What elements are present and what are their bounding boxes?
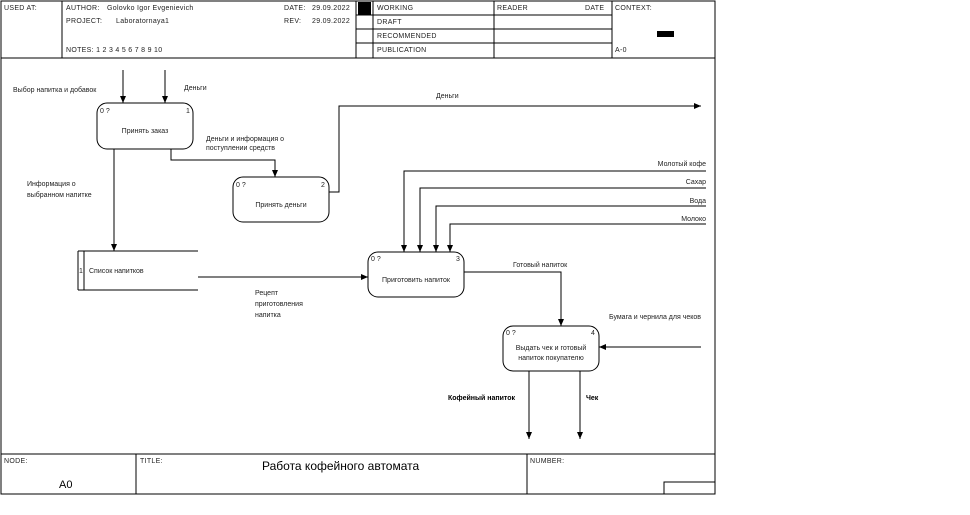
arrow-sugar[interactable]: Сахар xyxy=(417,179,706,252)
store-number: 1 xyxy=(79,268,83,275)
arrow-paper-label: Бумага и чернила для чеков xyxy=(609,314,701,321)
working-marker xyxy=(358,2,371,15)
used-at-label: USED AT: xyxy=(4,5,37,12)
activity-3-number: 3 xyxy=(456,256,460,263)
node-value: A0 xyxy=(59,479,72,491)
notes-label: NOTES: 1 2 3 4 5 6 7 8 9 10 xyxy=(66,47,162,54)
activity-4-number: 4 xyxy=(591,330,595,337)
arrow-ready-drink[interactable]: Готовый напиток xyxy=(464,261,568,326)
arrow-drink-info-label-line1: Информация о xyxy=(27,181,76,188)
arrow-drink-info[interactable]: Информация о выбранном напитке xyxy=(27,149,117,251)
activity-3-label: Приготовить напиток xyxy=(382,277,451,284)
arrow-recipe-label-line3: напитка xyxy=(255,312,281,319)
activity-4-cost: 0 ? xyxy=(506,330,516,337)
reader-label: READER xyxy=(497,5,528,12)
arrow-sugar-label: Сахар xyxy=(686,179,706,186)
data-store[interactable]: 1 Список напитков xyxy=(77,250,198,291)
arrow-water-label: Вода xyxy=(690,198,706,205)
arrow-coffee-drink-label: Кофейный напиток xyxy=(448,394,515,402)
arrow-receipt-output[interactable]: Чек xyxy=(577,371,599,439)
arrow-paper[interactable]: Бумага и чернила для чеков xyxy=(599,314,701,350)
arrow-money-output[interactable]: Деньги xyxy=(329,93,701,193)
activity-box-1[interactable]: 0 ? 1 Принять заказ xyxy=(96,102,194,150)
arrow-milk-label: Молоко xyxy=(681,216,706,223)
arrow-money-output-label: Деньги xyxy=(436,93,459,100)
number-label: NUMBER: xyxy=(530,458,564,465)
arrow-recipe[interactable]: Рецепт приготовления напитка xyxy=(198,274,368,319)
arrow-coffee-label: Молотый кофе xyxy=(658,160,706,168)
date-label: DATE: xyxy=(284,5,306,12)
header-block: USED AT: AUTHOR: Golovko Igor Evgenievic… xyxy=(1,1,715,59)
arrow-ready-drink-label: Готовый напиток xyxy=(513,261,568,269)
activity-box-2[interactable]: 0 ? 2 Принять деньги xyxy=(232,176,330,223)
arrow-recipe-label-line1: Рецепт xyxy=(255,290,279,297)
author-label: AUTHOR: xyxy=(66,5,100,12)
date-value: 29.09.2022 xyxy=(312,5,350,12)
activity-box-4[interactable]: 0 ? 4 Выдать чек и готовый напиток покуп… xyxy=(502,325,600,372)
status-recommended: RECOMMENDED xyxy=(377,33,437,40)
arrow-receipt-label: Чек xyxy=(586,395,599,402)
activity-4-label-line1: Выдать чек и готовый xyxy=(516,344,587,352)
arrow-money-info-label-line2: поступлении средств xyxy=(206,145,275,152)
diagram-title: Работа кофейного автомата xyxy=(262,459,420,473)
activity-1-number: 1 xyxy=(186,108,190,115)
status-publication: PUBLICATION xyxy=(377,47,426,54)
arrow-money-info-label-line1: Деньги и информация о xyxy=(206,136,284,143)
activity-1-label: Принять заказ xyxy=(122,128,169,135)
arrow-coffee[interactable]: Молотый кофе xyxy=(401,160,706,252)
activity-2-number: 2 xyxy=(321,182,325,189)
arrow-order-input-label: Выбор напитка и добавок xyxy=(13,86,97,94)
reader-date-label: DATE xyxy=(585,5,604,12)
diagram-frame xyxy=(0,0,716,495)
status-draft: DRAFT xyxy=(377,19,402,26)
context-label: CONTEXT: xyxy=(615,5,652,12)
activity-2-cost: 0 ? xyxy=(236,182,246,189)
arrow-drink-info-label-line2: выбранном напитке xyxy=(27,191,92,199)
arrow-water[interactable]: Вода xyxy=(433,198,706,252)
arrow-coffee-drink-output[interactable]: Кофейный напиток xyxy=(448,371,532,439)
store-label: Список напитков xyxy=(89,268,144,275)
activity-1-cost: 0 ? xyxy=(100,108,110,115)
arrow-money-input-label: Деньги xyxy=(184,85,207,92)
footer-block: NODE: A0 TITLE: Работа кофейного автомат… xyxy=(1,453,716,495)
context-node: A-0 xyxy=(615,47,627,54)
rev-value: 29.09.2022 xyxy=(312,18,350,25)
activity-4-label-line2: напиток покупателю xyxy=(518,355,583,362)
author-value: Golovko Igor Evgenievich xyxy=(107,5,194,12)
arrow-order-input[interactable]: Выбор напитка и добавок xyxy=(13,70,126,103)
project-label: PROJECT: xyxy=(66,18,102,25)
status-working: WORKING xyxy=(377,5,413,12)
rev-label: REV: xyxy=(284,18,301,25)
node-label: NODE: xyxy=(4,458,28,465)
project-value: Laboratornaya1 xyxy=(116,18,169,25)
arrow-milk[interactable]: Молоко xyxy=(447,216,706,252)
title-label: TITLE: xyxy=(140,458,163,465)
context-thumbnail xyxy=(657,31,674,37)
arrow-recipe-label-line2: приготовления xyxy=(255,301,303,308)
activity-3-cost: 0 ? xyxy=(371,256,381,263)
activity-box-3[interactable]: 0 ? 3 Приготовить напиток xyxy=(367,251,465,298)
arrow-money-to-payment[interactable]: Деньги и информация о поступлении средст… xyxy=(170,136,284,177)
arrow-money-input[interactable]: Деньги xyxy=(162,70,207,103)
activity-2-label: Принять деньги xyxy=(255,202,306,209)
